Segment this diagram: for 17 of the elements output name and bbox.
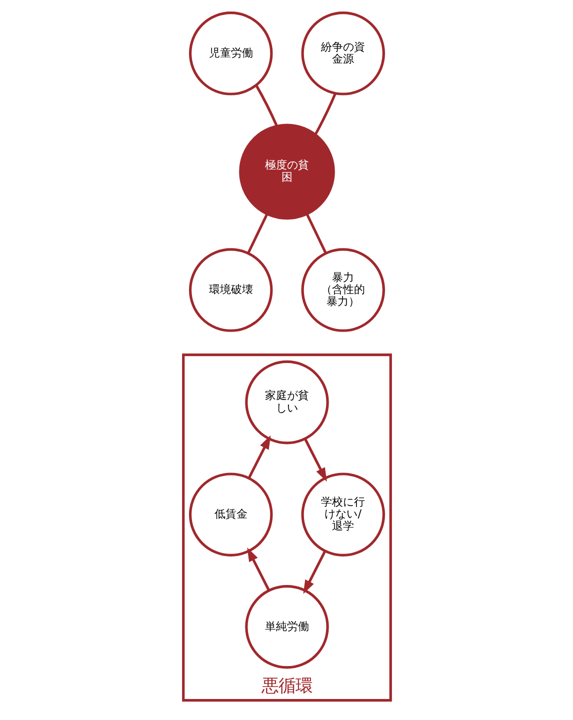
connector — [246, 213, 268, 254]
node-circle: 単純労働 — [244, 584, 328, 669]
arrow — [246, 548, 270, 592]
node-circle: 環境破壊 — [188, 248, 272, 332]
arrow — [303, 438, 326, 482]
connector — [305, 213, 327, 254]
arrow — [247, 435, 270, 479]
node-circle: 極度の貧困 — [238, 124, 334, 220]
connector — [314, 92, 336, 135]
node-circle: 紛争の資金源 — [300, 12, 385, 96]
arrow — [302, 550, 326, 594]
connector — [254, 84, 278, 127]
node-circle: 学校に行けない/退学 — [300, 472, 385, 556]
node-circle: 暴力 （含性的暴力） — [300, 248, 385, 332]
node-circle: 児童労働 — [188, 12, 272, 96]
node-circle: 家庭が貧しい — [244, 360, 328, 444]
node-circle: 低賃金 — [188, 472, 272, 556]
